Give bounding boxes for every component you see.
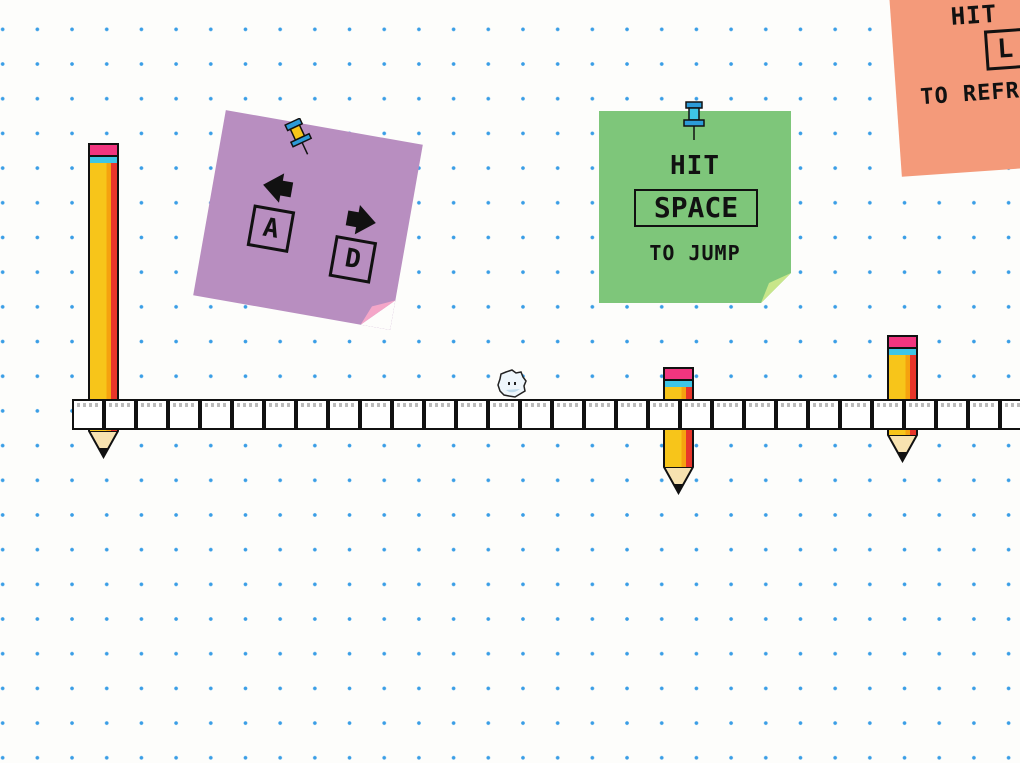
platform-tile: [456, 399, 488, 430]
snowball-player: [497, 369, 527, 398]
platform-tile: [680, 399, 712, 430]
platform-tile: [200, 399, 232, 430]
platform-tile: [584, 399, 616, 430]
note-curl: [761, 273, 791, 303]
platform-tile: [904, 399, 936, 430]
platform-tile: [360, 399, 392, 430]
platform-tile: [808, 399, 840, 430]
platform-tile: [232, 399, 264, 430]
platform-tile: [968, 399, 1000, 430]
platform-tile: [648, 399, 680, 430]
pencil-pillar: [88, 143, 119, 459]
platform-tile: [296, 399, 328, 430]
hit-label: HIT: [670, 151, 720, 181]
space-key: SPACE: [634, 189, 758, 227]
pushpin-icon: [284, 118, 313, 155]
platform-tile: [168, 399, 200, 430]
platform-tile: [744, 399, 776, 430]
platform-tile: [72, 399, 104, 430]
platform-tile: [424, 399, 456, 430]
platform-tile: [488, 399, 520, 430]
hit-label: HIT: [949, 0, 999, 31]
to-jump-label: TO JUMP: [649, 241, 741, 265]
key-d: D: [328, 235, 378, 284]
platform-tile: [936, 399, 968, 430]
platform-tile: [552, 399, 584, 430]
platform-tile: [776, 399, 808, 430]
platform-tile: [328, 399, 360, 430]
platform-tile: [520, 399, 552, 430]
paper-block-platform: [72, 399, 1020, 430]
platform-tile: [104, 399, 136, 430]
platform-tile: [840, 399, 872, 430]
to-refresh-label: TO REFR: [919, 78, 1020, 111]
platform-tile: [264, 399, 296, 430]
refresh-sticky-note: HIT L TO REFR: [888, 0, 1020, 177]
controls-sticky-note: 🡄 🡆 A D: [193, 110, 423, 330]
jump-sticky-note: HIT SPACE TO JUMP: [599, 111, 791, 303]
platform-tile: [1000, 399, 1020, 430]
pushpin-icon: [683, 101, 705, 140]
l-key: L: [983, 27, 1020, 71]
pencil-pillar: [663, 367, 694, 495]
platform-tile: [872, 399, 904, 430]
key-a: A: [246, 204, 296, 254]
platform-tile: [136, 399, 168, 430]
platform-tile: [392, 399, 424, 430]
platform-tile: [712, 399, 744, 430]
platform-tile: [616, 399, 648, 430]
note-curl: [360, 300, 396, 330]
